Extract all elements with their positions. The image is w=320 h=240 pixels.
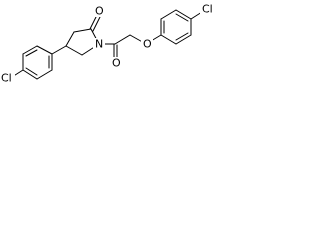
atom-o-carbonyl-ring: O <box>93 5 105 18</box>
svg-text:O: O <box>143 38 152 51</box>
aryl-ring-bond <box>51 45 67 55</box>
atom-o-ether: O <box>141 38 153 51</box>
svg-text:Cl: Cl <box>1 72 12 85</box>
atom-n-pyrrolidine: N <box>93 38 105 51</box>
svg-text:O: O <box>95 5 104 18</box>
svg-text:N: N <box>95 38 103 51</box>
atom-cl-left: Cl <box>0 72 15 85</box>
right-chlorophenyl-ring <box>160 9 203 45</box>
svg-text:O: O <box>112 57 121 70</box>
atom-o-carbonyl-acyl: O <box>110 57 122 70</box>
svg-text:Cl: Cl <box>202 3 213 16</box>
pyrrolidinone-ring <box>65 14 101 56</box>
left-chlorophenyl-ring <box>11 45 53 80</box>
atom-cl-right: Cl <box>200 3 216 16</box>
molecule-structure: O N O O Cl Cl <box>0 3 216 85</box>
